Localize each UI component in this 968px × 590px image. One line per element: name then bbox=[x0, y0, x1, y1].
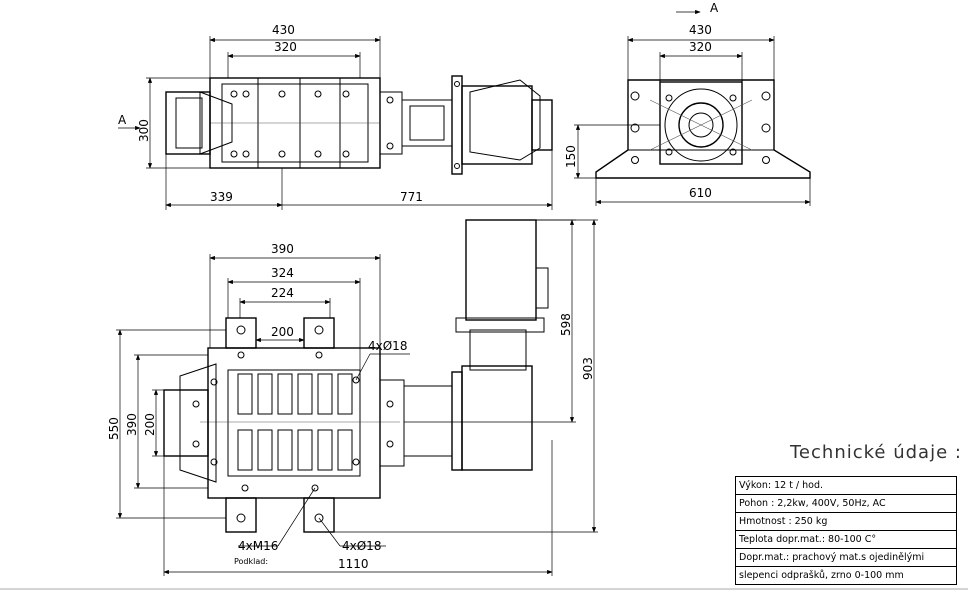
dim-plan-903: 903 bbox=[581, 357, 595, 380]
tech-row: Dopr.mat.: prachový mat.s ojedinělými bbox=[735, 548, 957, 567]
dim-side-320: 320 bbox=[689, 40, 712, 54]
tech-cell: Hmotnost : 250 kg bbox=[735, 512, 957, 531]
tech-cell: Výkon: 12 t / hod. bbox=[735, 476, 957, 495]
dim-plan-598: 598 bbox=[559, 313, 573, 336]
dim-plan-390: 390 bbox=[271, 242, 294, 256]
callout-4x-d18-bottom: 4xØ18 bbox=[342, 539, 381, 553]
section-a-top: A bbox=[710, 1, 719, 15]
tech-row: Teplota dopr.mat.: 80-100 C° bbox=[735, 530, 957, 549]
side-view: 430 320 150 610 A bbox=[564, 1, 811, 206]
dim-plan-324: 324 bbox=[271, 266, 294, 280]
top-bolts bbox=[230, 81, 460, 169]
dim-plan-200-h: 200 bbox=[271, 325, 294, 339]
dim-side-150: 150 bbox=[564, 145, 578, 168]
dim-plan-1110: 1110 bbox=[338, 557, 369, 571]
tech-row: Výkon: 12 t / hod. bbox=[735, 476, 957, 495]
dim-top-339: 339 bbox=[210, 190, 233, 204]
tech-cell: slepenci odprašků, zrno 0-100 mm bbox=[735, 566, 957, 585]
section-a-left: A bbox=[118, 113, 127, 127]
plan-view: 390 324 224 200 550 390 200 598 903 bbox=[107, 219, 598, 576]
callout-4x-d18-top: 4xØ18 bbox=[368, 339, 407, 353]
dim-top-300: 300 bbox=[137, 119, 151, 142]
plan-holes bbox=[192, 325, 394, 523]
dim-side-430: 430 bbox=[689, 23, 712, 37]
dim-top-771: 771 bbox=[400, 190, 423, 204]
dim-plan-200-v: 200 bbox=[143, 413, 157, 436]
side-bolts bbox=[630, 91, 771, 164]
dim-plan-224: 224 bbox=[271, 286, 294, 300]
top-view: 430 320 300 339 771 A bbox=[118, 23, 553, 210]
callout-4x-m16: 4xM16 bbox=[238, 539, 278, 553]
dim-top-430: 430 bbox=[272, 23, 295, 37]
tech-cell: Dopr.mat.: prachový mat.s ojedinělými bbox=[735, 548, 957, 567]
tech-data-table: Výkon: 12 t / hod. Pohon : 2,2kw, 400V, … bbox=[735, 476, 957, 585]
dim-side-610: 610 bbox=[689, 186, 712, 200]
rotor-teeth bbox=[237, 373, 353, 471]
tech-cell: Pohon : 2,2kw, 400V, 50Hz, AC bbox=[735, 494, 957, 513]
tech-row: Pohon : 2,2kw, 400V, 50Hz, AC bbox=[735, 494, 957, 513]
tech-data-title: Technické údaje : bbox=[790, 442, 962, 463]
tech-row: slepenci odprašků, zrno 0-100 mm bbox=[735, 566, 957, 585]
dim-plan-390-v: 390 bbox=[125, 413, 139, 436]
tech-row: Hmotnost : 250 kg bbox=[735, 512, 957, 531]
dim-plan-550: 550 bbox=[107, 417, 121, 440]
tech-cell: Teplota dopr.mat.: 80-100 C° bbox=[735, 530, 957, 549]
podklad-label: Podklad: bbox=[234, 557, 269, 566]
dim-top-320: 320 bbox=[274, 40, 297, 54]
